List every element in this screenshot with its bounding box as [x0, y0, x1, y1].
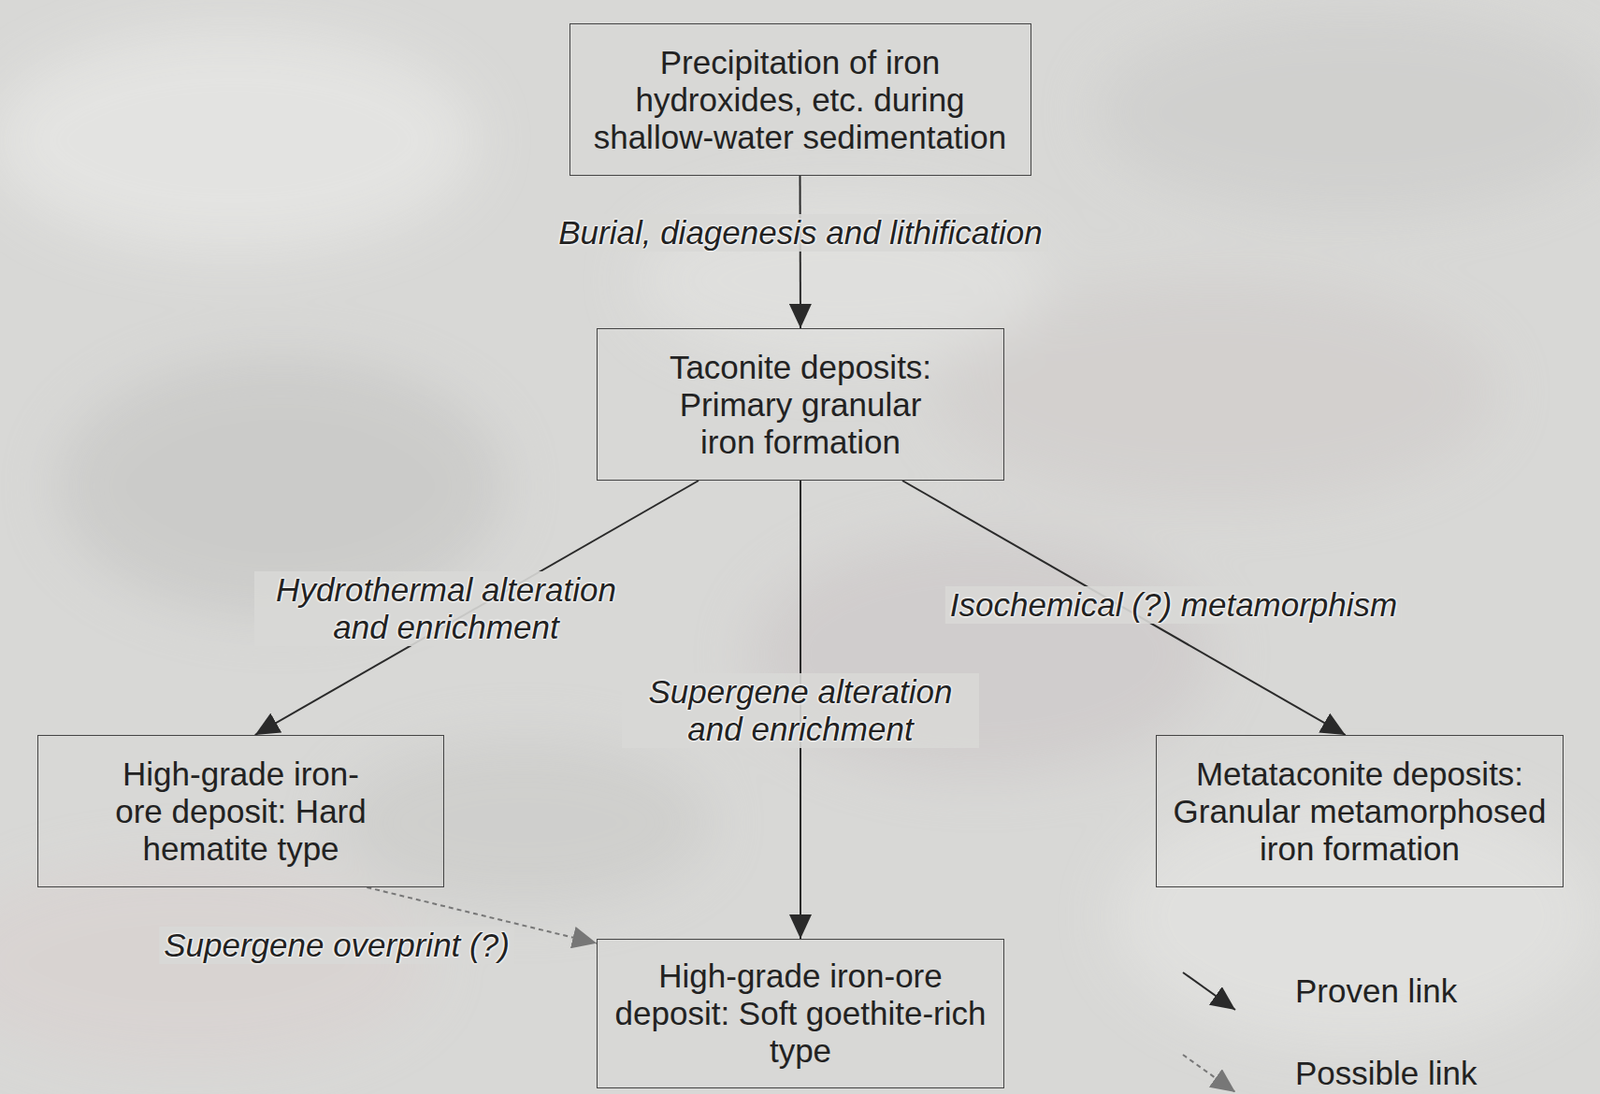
- node-text: High-grade iron-ore deposit: Soft goethi…: [610, 957, 991, 1070]
- node-text: Precipitation of iron hydroxides, etc. d…: [580, 43, 1021, 157]
- edge-label: Supergene alteration and enrichment: [621, 673, 980, 749]
- edge-label: Supergene overprint (?): [158, 926, 515, 965]
- process-box: Precipitation of iron hydroxides, etc. d…: [569, 23, 1032, 176]
- legend-text: Possible link: [1295, 1054, 1478, 1093]
- node-text: High-grade iron-ore deposit: Hard hemati…: [100, 755, 382, 868]
- node-text: Taconite deposits: Primary granular iron…: [660, 348, 941, 462]
- legend-line: [1182, 1054, 1236, 1093]
- legend-sample: [1181, 1052, 1240, 1094]
- process-box: Metataconite deposits: Granular metamorp…: [1155, 735, 1564, 888]
- process-box: High-grade iron-ore deposit: Soft goethi…: [596, 938, 1005, 1089]
- proven-link-arrow: [799, 175, 803, 329]
- legend-item: Proven link: [1181, 970, 1457, 1012]
- edge-label: Burial, diagenesis and lithification: [553, 214, 1048, 252]
- legend-sample: [1181, 970, 1240, 1012]
- edge-label: Isochemical (?) metamorphism: [945, 586, 1402, 624]
- process-box: Taconite deposits: Primary granular iron…: [596, 328, 1005, 481]
- legend-line: [1182, 972, 1236, 1010]
- process-box: High-grade iron-ore deposit: Hard hemati…: [37, 735, 445, 888]
- edge-label: Hydrothermal alteration and enrichment: [254, 571, 638, 647]
- node-text: Metataconite deposits: Granular metamorp…: [1169, 755, 1550, 868]
- legend-item: Possible link: [1181, 1052, 1478, 1094]
- legend-text: Proven link: [1295, 972, 1457, 1010]
